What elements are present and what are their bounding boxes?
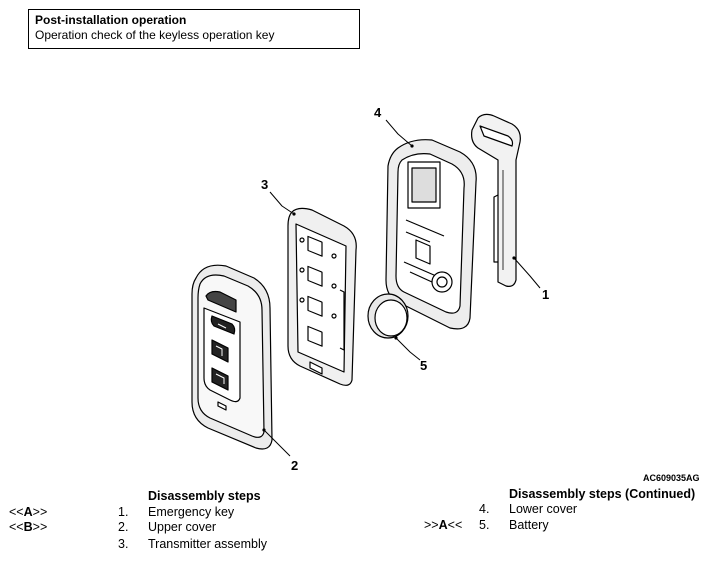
step-1-label: Emergency key — [148, 505, 235, 519]
step-1-mark: <<A>> — [9, 505, 48, 519]
step-5-mark: >>A<< — [424, 518, 463, 532]
figure-code: AC609035AG — [643, 473, 700, 483]
callout-3: 3 — [261, 177, 268, 192]
note-text: Operation check of the keyless operation… — [35, 28, 275, 42]
step-2-number: 2. — [118, 520, 129, 534]
steps-heading: Disassembly steps — [148, 489, 261, 503]
transmitter-assembly-part — [287, 207, 357, 386]
step-3-label: Transmitter assembly — [148, 537, 268, 551]
upper-cover-part — [191, 264, 273, 450]
battery-part — [367, 293, 409, 339]
step-4-number: 4. — [479, 502, 490, 516]
callout-4: 4 — [374, 105, 382, 120]
callout-2: 2 — [291, 458, 298, 473]
lower-cover-part — [385, 139, 477, 330]
post-installation-note: Post-installation operation Operation ch… — [28, 9, 360, 49]
emergency-key-part — [471, 113, 521, 287]
step-5-number: 5. — [479, 518, 490, 532]
steps-continued-heading: Disassembly steps (Continued) — [509, 487, 696, 501]
leader-lines — [263, 119, 541, 457]
callout-5: 5 — [420, 358, 427, 373]
keyless-key-exploded-diagram: 1 2 3 4 5 — [191, 105, 549, 473]
step-5-label: Battery — [509, 518, 549, 532]
step-2-mark: <<B>> — [9, 520, 48, 534]
step-2-label: Upper cover — [148, 520, 217, 534]
callout-1: 1 — [542, 287, 549, 302]
step-3-number: 3. — [118, 537, 129, 551]
step-4-label: Lower cover — [509, 502, 578, 516]
note-title: Post-installation operation — [35, 13, 187, 27]
step-1-number: 1. — [118, 505, 129, 519]
